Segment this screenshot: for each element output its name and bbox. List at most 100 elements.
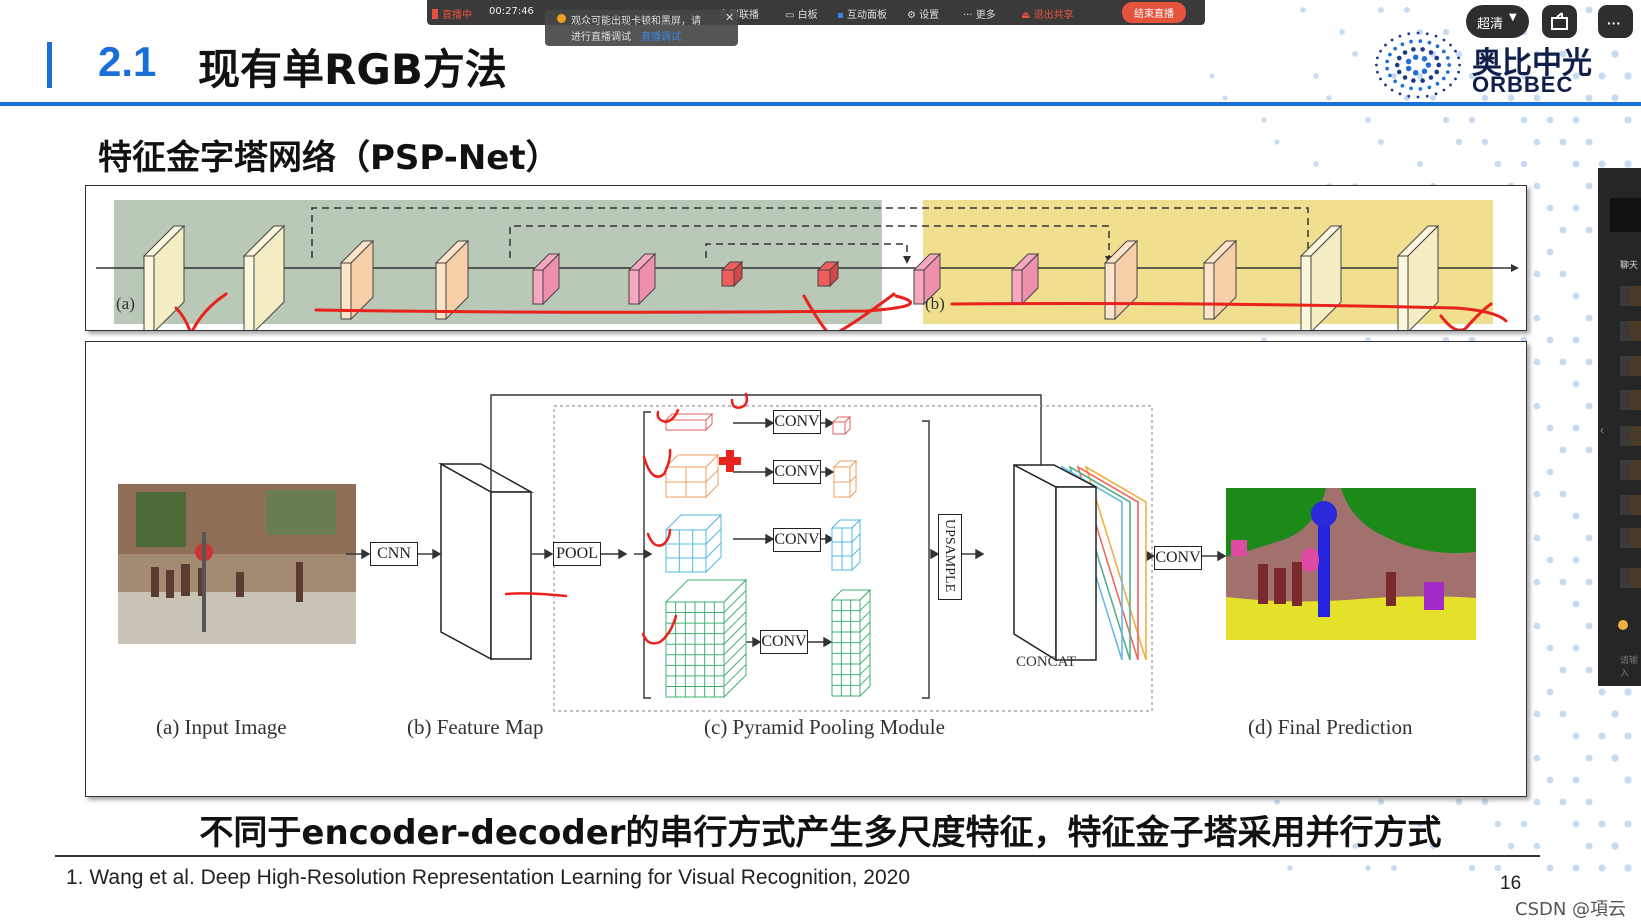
reference-divider	[55, 855, 1540, 857]
label-b: (b)	[925, 294, 945, 313]
live-timer: 00:27:46	[489, 6, 534, 17]
logo-dot	[1457, 70, 1460, 74]
input-image	[118, 484, 356, 644]
layer-block	[912, 252, 942, 306]
section-title: 现有单RGB方法	[198, 45, 507, 94]
toast-close-icon[interactable]: ✕	[725, 11, 735, 24]
layer-block	[627, 252, 657, 306]
logo-dot	[1445, 56, 1450, 60]
chat-tab[interactable]: 聊天	[1620, 260, 1639, 270]
logo-dot	[1376, 70, 1379, 74]
logo-dot	[1407, 32, 1411, 36]
logo-dot	[1402, 50, 1408, 55]
logo-dot	[1393, 46, 1397, 51]
whiteboard-button[interactable]: ▭ 白板	[785, 6, 818, 21]
logo-dot	[1421, 55, 1428, 62]
logo-dot	[1390, 88, 1394, 92]
section-number: 2.1	[98, 38, 157, 85]
upsample-block: UPSAMPLE	[938, 514, 962, 600]
logo-dot	[1384, 43, 1387, 47]
chat-message	[1620, 528, 1641, 548]
logo-dot	[1393, 79, 1397, 84]
interact-panel-button[interactable]: ▪ 互动面板	[837, 6, 887, 21]
chat-message	[1620, 286, 1641, 306]
page-number: 16	[1500, 873, 1522, 894]
logo-dot	[1442, 38, 1446, 42]
logo-dot	[1405, 58, 1412, 65]
logo-dot	[1411, 47, 1416, 52]
share-button[interactable]	[1542, 5, 1577, 38]
toast-link[interactable]: 直播调试	[641, 32, 681, 43]
settings-button[interactable]: ⚙ 设置	[907, 6, 939, 21]
logo-dot	[1425, 94, 1429, 98]
exit-share-button[interactable]: ⏏ 退出共享	[1021, 6, 1074, 21]
more-button[interactable]: ··· 更多	[963, 6, 996, 21]
pool-block: POOL	[553, 542, 601, 566]
logo-dot	[1428, 75, 1434, 80]
chat-message	[1620, 495, 1641, 515]
pooled-feature-block	[664, 412, 714, 432]
layer-block	[1010, 252, 1040, 306]
share-icon	[1551, 12, 1568, 30]
title-accent-bar	[47, 42, 52, 88]
logo-dot	[1420, 47, 1425, 52]
chevron-left-icon[interactable]: ‹	[1600, 423, 1604, 437]
side-panel-header	[1610, 198, 1641, 232]
debug-toast: 观众可能出现卡顿和黑屏，请 ✕ 进行直播调试 直播调试	[545, 10, 738, 46]
exit-icon: ⏏	[1021, 10, 1034, 21]
whiteboard-icon: ▭	[785, 10, 798, 21]
logo-dot	[1441, 76, 1446, 81]
logo-dot	[1398, 34, 1402, 38]
logo-dot	[1425, 32, 1429, 36]
caption-pyramid-pooling: (c) Pyramid Pooling Module	[704, 715, 945, 739]
logo-dot	[1418, 39, 1423, 43]
logo-dot	[1416, 31, 1420, 35]
orbbec-logo-icon	[1375, 31, 1461, 99]
logo-dot	[1434, 34, 1438, 38]
reference-text: 1. Wang et al. Deep High-Resolution Repr…	[66, 866, 911, 889]
pooled-feature-block	[832, 459, 858, 499]
chat-message	[1620, 460, 1641, 480]
red-cross-marker	[719, 450, 741, 472]
emoji-icon[interactable]	[1618, 620, 1628, 630]
chat-message	[1620, 568, 1641, 588]
logo-dot	[1388, 73, 1392, 78]
quality-selector[interactable]: 超清 ▼	[1466, 5, 1529, 38]
label-a: (a)	[116, 294, 135, 313]
logo-chinese: 奥比中光	[1472, 46, 1592, 81]
ellipsis-icon: ···	[1607, 15, 1621, 31]
header-divider	[0, 102, 1641, 106]
prediction-image	[1226, 488, 1476, 640]
multi-link-button[interactable]: 多群联播	[719, 6, 759, 21]
more-label: 更多	[975, 10, 996, 21]
chat-side-panel: 聊天 ‹ 请输入	[1598, 168, 1641, 686]
pooled-feature-block	[664, 453, 720, 499]
logo-dot	[1376, 56, 1379, 60]
pooled-feature-block	[830, 518, 862, 572]
end-live-button[interactable]: 结束直播	[1122, 2, 1186, 23]
logo-dot	[1435, 81, 1440, 86]
logo-dot	[1400, 83, 1405, 88]
pooled-feature-block	[830, 588, 872, 698]
logo-dot	[1385, 66, 1389, 71]
settings-label: 设置	[919, 10, 940, 21]
logo-dot	[1396, 55, 1402, 61]
layer-block	[339, 239, 375, 321]
pooled-feature-block	[831, 415, 852, 436]
more-options-button[interactable]: ···	[1598, 5, 1633, 38]
chat-message	[1620, 356, 1641, 376]
logo-dot	[1454, 49, 1457, 53]
conv-block-4: CONV	[760, 630, 808, 654]
logo-dot	[1421, 68, 1428, 75]
chat-message	[1620, 426, 1641, 446]
logo-dot	[1445, 70, 1450, 74]
conv-block-1: CONV	[773, 410, 821, 434]
concat-label: CONCAT	[1016, 654, 1077, 670]
feature-map-block	[438, 462, 534, 661]
logo-dot	[1428, 50, 1434, 55]
caption-final-prediction: (d) Final Prediction	[1248, 715, 1413, 739]
ellipsis-icon: ···	[963, 10, 976, 21]
layer-block	[434, 239, 470, 321]
chat-input[interactable]: 请输入	[1620, 655, 1639, 678]
